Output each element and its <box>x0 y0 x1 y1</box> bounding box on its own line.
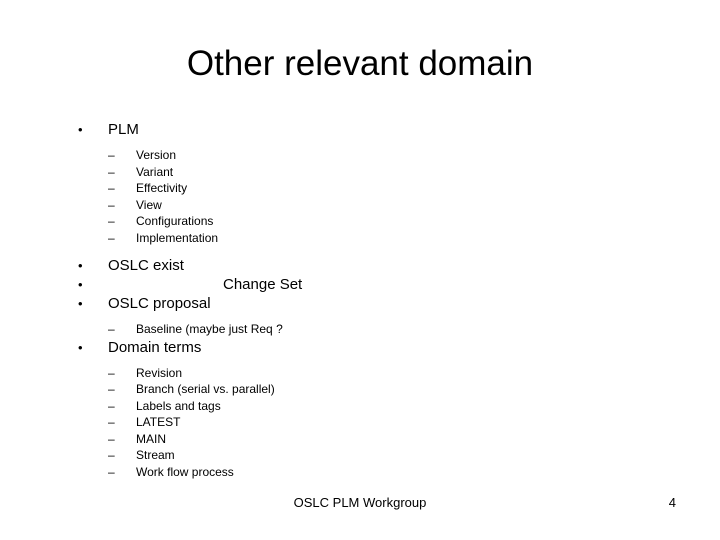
bullet-item-oslc-exist: • OSLC exist <box>36 256 686 275</box>
slide-body: • PLM – Version – Variant – Effectivity … <box>36 120 686 480</box>
bullet-marker-icon: • <box>78 339 83 355</box>
dash-marker-icon: – <box>108 230 115 245</box>
bullet-text: Domain terms <box>108 338 202 356</box>
bullet-text: OSLC exist <box>108 257 184 274</box>
sub-bullet-item: – Work flow process <box>36 464 686 481</box>
dash-marker-icon: – <box>108 148 115 162</box>
sub-bullet-text: Baseline (maybe just Req ? <box>136 322 283 336</box>
dash-marker-icon: – <box>108 382 115 396</box>
sub-bullet-item: – Variant <box>36 164 686 181</box>
dash-marker-icon: – <box>108 398 115 413</box>
bullet-text: OSLC proposal <box>108 295 211 312</box>
sub-bullet-text: Version <box>136 148 177 162</box>
sub-bullet-text: Revision <box>136 365 183 380</box>
sub-bullet-item: – Stream <box>36 447 686 464</box>
footer-text: OSLC PLM Workgroup <box>293 495 427 510</box>
page-title: Other relevant domain <box>186 44 534 83</box>
bullet-item-change-set: • Change Set <box>36 275 686 294</box>
sub-bullet-item: – Effectivity <box>36 180 686 197</box>
bullet-item-oslc-proposal: • OSLC proposal <box>36 294 686 313</box>
sub-bullet-item: – Configurations <box>36 213 686 230</box>
sub-bullet-text: Effectivity <box>136 181 188 195</box>
page-number: 4 <box>668 495 676 510</box>
bullet-text: PLM <box>108 121 139 138</box>
sub-bullet-item: – Branch (serial vs. parallel) <box>36 381 686 398</box>
sub-bullet-text: Branch (serial vs. parallel) <box>136 382 275 396</box>
bullet-item-plm: • PLM <box>36 120 686 139</box>
sub-bullet-text: Stream <box>136 448 175 462</box>
sub-bullet-item: – Implementation <box>36 230 686 247</box>
dash-marker-icon: – <box>108 464 115 479</box>
spacer <box>36 139 686 147</box>
sub-bullet-text: MAIN <box>136 431 166 446</box>
dash-marker-icon: – <box>108 322 115 336</box>
bullet-marker-icon: • <box>78 277 83 292</box>
sub-bullet-text: Work flow process <box>136 464 234 479</box>
sub-bullet-text: Configurations <box>136 214 214 228</box>
sub-bullet-item: – LATEST <box>36 414 686 431</box>
dash-marker-icon: – <box>108 164 115 179</box>
sub-bullet-item: – Baseline (maybe just Req ? <box>36 321 686 338</box>
sub-bullet-text: View <box>136 197 162 212</box>
dash-marker-icon: – <box>108 365 115 380</box>
bullet-text: Change Set <box>223 276 303 293</box>
sub-bullet-text: Variant <box>136 164 174 179</box>
dash-marker-icon: – <box>108 197 115 212</box>
dash-marker-icon: – <box>108 415 115 429</box>
sub-bullet-item: – Revision <box>36 365 686 382</box>
spacer <box>36 357 686 365</box>
bullet-marker-icon: • <box>78 122 83 137</box>
sub-bullet-item: – View <box>36 197 686 214</box>
bullet-marker-icon: • <box>78 296 83 311</box>
sub-bullet-text: LATEST <box>136 415 181 429</box>
sub-bullet-item: – MAIN <box>36 431 686 448</box>
dash-marker-icon: – <box>108 181 115 195</box>
bullet-marker-icon: • <box>78 258 83 273</box>
sub-bullet-item: – Labels and tags <box>36 398 686 415</box>
sub-bullet-text: Labels and tags <box>136 398 221 413</box>
dash-marker-icon: – <box>108 448 115 462</box>
spacer <box>36 313 686 321</box>
spacer <box>36 246 686 256</box>
dash-marker-icon: – <box>108 431 115 446</box>
sub-bullet-item: – Version <box>36 147 686 164</box>
sub-bullet-text: Implementation <box>136 230 219 245</box>
dash-marker-icon: – <box>108 214 115 228</box>
bullet-item-domain-terms: • Domain terms <box>36 338 686 357</box>
